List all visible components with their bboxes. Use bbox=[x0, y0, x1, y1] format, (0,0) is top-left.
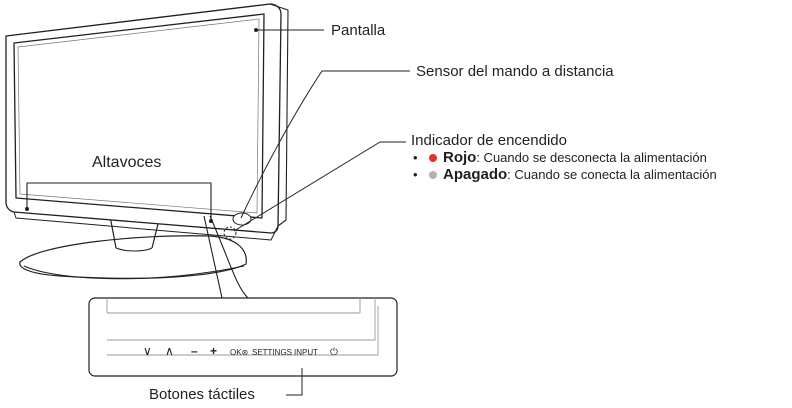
monitor-screen bbox=[13, 13, 265, 219]
power-button-icon: ⏻ bbox=[330, 347, 338, 358]
remote-sensor bbox=[232, 212, 252, 226]
indicator-state-off: • Apagado: Cuando se conecta la alimentac… bbox=[413, 166, 717, 183]
label-power-indicator: Indicador de encendido bbox=[411, 132, 567, 149]
minus-button-icon: – bbox=[191, 344, 198, 358]
indicator-state-red: • Rojo: Cuando se desconecta la alimentac… bbox=[413, 149, 717, 166]
label-speakers: Altavoces bbox=[92, 154, 162, 171]
down-button-icon: ∨ bbox=[143, 344, 152, 358]
label-screen: Pantalla bbox=[331, 22, 386, 39]
bullet-icon: • bbox=[413, 167, 418, 182]
plus-button-icon: + bbox=[210, 344, 218, 358]
label-touch-buttons: Botones táctiles bbox=[149, 386, 255, 403]
red-dot-icon bbox=[429, 154, 437, 162]
state-description: : Cuando se desconecta la alimentación bbox=[476, 150, 707, 165]
settings-button-label: SETTINGS bbox=[252, 348, 293, 357]
input-button-label: INPUT bbox=[294, 348, 318, 357]
power-indicator-ring bbox=[223, 226, 237, 240]
grey-dot-icon bbox=[429, 171, 437, 179]
ok-button-label: OK⊛ bbox=[230, 348, 249, 357]
stand-base bbox=[19, 235, 247, 279]
bullet-icon: • bbox=[413, 150, 418, 165]
state-name: Rojo bbox=[443, 149, 477, 166]
label-remote-sensor: Sensor del mando a distancia bbox=[416, 63, 614, 80]
indicator-state-list: • Rojo: Cuando se desconecta la alimentac… bbox=[413, 149, 717, 183]
state-description: : Cuando se conecta la alimentación bbox=[507, 167, 717, 182]
state-name: Apagado bbox=[443, 166, 508, 183]
touch-button-panel bbox=[88, 297, 398, 377]
up-button-icon: ∧ bbox=[165, 344, 174, 358]
